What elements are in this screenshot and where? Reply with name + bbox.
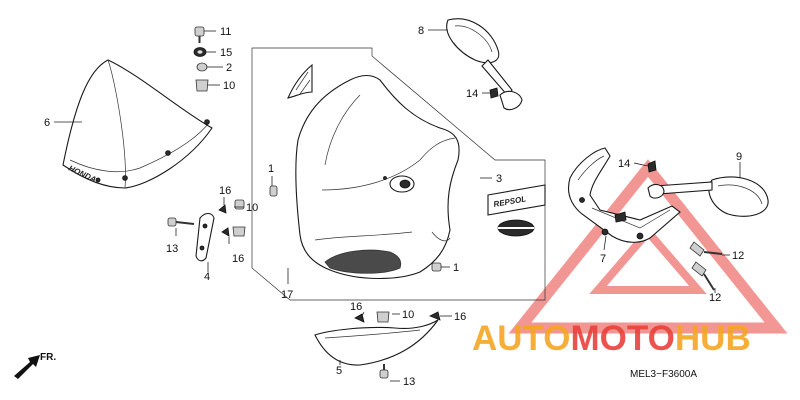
- windscreen-fasteners: [193, 26, 209, 92]
- watermark-triangle: [508, 159, 788, 334]
- wing-emblem: [287, 63, 313, 99]
- inner-stay-part: [167, 199, 246, 262]
- repsol-decal: REPSOL: [487, 184, 546, 237]
- callout-10-bottom: 10: [402, 309, 414, 321]
- upper-cowl-part: [295, 74, 460, 280]
- callout-3: 3: [496, 173, 502, 185]
- upper-cowl-assembly-box: [251, 47, 546, 301]
- callout-1-upper: 1: [268, 163, 274, 175]
- leader-lines: [54, 29, 741, 382]
- grommet-part-lower: [431, 262, 442, 272]
- callout-1-lower: 1: [453, 262, 459, 274]
- callout-16-bottom: 16: [350, 301, 362, 313]
- callout-6: 6: [44, 117, 50, 129]
- callout-14-left: 14: [466, 88, 478, 100]
- diagram-code: MEL3−F3600A: [630, 369, 697, 380]
- callout-14-right: 14: [618, 158, 630, 170]
- callout-12-lower: 12: [709, 292, 721, 304]
- lower-cover-part: [314, 311, 441, 379]
- callout-11: 11: [220, 26, 231, 38]
- callout-2: 2: [226, 62, 232, 74]
- callout-5: 5: [336, 365, 342, 377]
- callout-17: 17: [281, 289, 293, 301]
- callout-10-top: 10: [223, 80, 235, 92]
- callout-10-left: 10: [246, 202, 258, 214]
- callout-15: 15: [220, 47, 232, 59]
- watermark-moto: MOTO: [571, 319, 675, 358]
- callout-8: 8: [418, 25, 424, 37]
- mirror-stay-part: [567, 147, 681, 243]
- watermark-auto: AUTO: [472, 319, 571, 358]
- callout-9: 9: [736, 151, 742, 163]
- callout-13-left: 13: [166, 243, 178, 255]
- front-label: FR.: [40, 352, 56, 363]
- windscreen-part: HONDA: [62, 59, 213, 189]
- callout-4: 4: [204, 271, 210, 283]
- right-mirror-part: [647, 160, 769, 217]
- callout-numbers: 11 15 2 10 6 1 3 1 17 16 10 13 16 4 16 1…: [44, 25, 744, 388]
- callout-7: 7: [600, 253, 606, 265]
- left-mirror-part: [446, 18, 523, 111]
- callout-16-lower-left: 16: [232, 253, 244, 265]
- mirror-stay-bolts: [689, 241, 723, 291]
- watermark-logo: AUTOMOTOHUB: [472, 319, 751, 358]
- callout-12-upper: 12: [732, 250, 744, 262]
- callout-16-upper-left: 16: [219, 185, 231, 197]
- watermark-hub: HUB: [675, 319, 751, 358]
- callout-16-right: 16: [454, 311, 466, 323]
- callout-13-bottom: 13: [403, 376, 415, 388]
- front-direction-arrow: FR.: [14, 352, 56, 379]
- grommet-part: [269, 185, 278, 197]
